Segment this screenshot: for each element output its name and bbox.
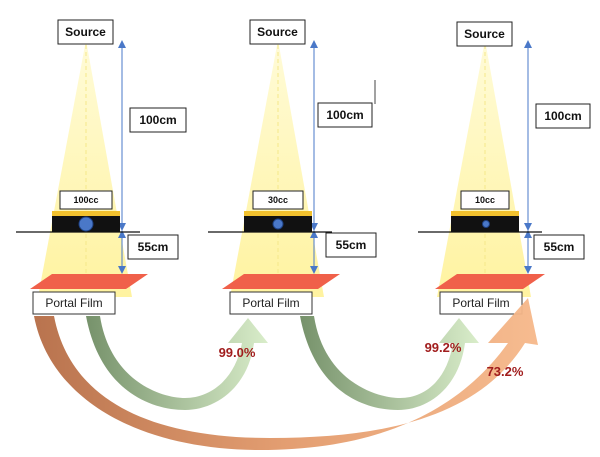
phantom-top <box>451 211 519 216</box>
phantom-top <box>52 211 120 216</box>
setup-30cc: Source 100cm 55cm 30cc Portal Film <box>208 19 377 315</box>
portal-film <box>30 274 148 289</box>
arrow-head-icon <box>524 223 532 231</box>
phantom-label: 10cc <box>475 195 495 205</box>
arrow-head-icon <box>118 230 126 238</box>
arrow-head-icon <box>310 40 318 48</box>
lower-distance-box <box>127 234 179 260</box>
lower-distance-box <box>533 234 585 260</box>
arrow-head-icon <box>118 40 126 48</box>
arrow-head-icon <box>118 266 126 274</box>
phantom-label-box <box>252 190 304 210</box>
portal-film <box>435 274 545 289</box>
upper-distance-box <box>535 103 591 129</box>
film-label: Portal Film <box>242 296 299 310</box>
arrow-head-icon <box>524 230 532 238</box>
source-label: Source <box>65 25 106 39</box>
comparison-value-3: 73.2% <box>487 364 524 379</box>
upper-distance-label: 100cm <box>139 113 176 127</box>
film-label-box <box>229 291 313 315</box>
phantom-label-box <box>59 190 113 210</box>
source-box <box>249 19 306 45</box>
comparison-arrow-1 <box>86 316 268 410</box>
upper-distance-label: 100cm <box>326 108 363 122</box>
arrow-head-icon <box>310 230 318 238</box>
phantom-top <box>244 211 312 216</box>
phantom-insert <box>272 218 284 230</box>
phantom-insert <box>482 220 490 228</box>
lower-distance-label: 55cm <box>336 238 367 252</box>
source-label: Source <box>464 27 505 41</box>
comparison-arrow-large <box>34 298 538 450</box>
film-label: Portal Film <box>452 296 509 310</box>
film-label: Portal Film <box>45 296 102 310</box>
beam-cone <box>38 40 132 297</box>
arrow-head-icon <box>524 266 532 274</box>
beam-cone <box>437 40 531 297</box>
phantom-label: 30cc <box>268 195 288 205</box>
setup-10cc: Source 100cm 55cm 10cc Portal Film <box>418 21 591 315</box>
portal-film <box>222 274 340 289</box>
arrow-head-icon <box>310 266 318 274</box>
source-box <box>57 19 114 45</box>
upper-distance-box <box>129 107 187 133</box>
phantom-label-box <box>460 190 510 210</box>
comparison-value-2: 99.2% <box>425 340 462 355</box>
lower-distance-label: 55cm <box>544 240 575 254</box>
source-box <box>456 21 513 47</box>
film-label-box <box>32 291 116 315</box>
phantom-insert <box>78 216 94 232</box>
arrow-head-icon <box>524 40 532 48</box>
upper-distance-label: 100cm <box>544 109 581 123</box>
lower-distance-label: 55cm <box>138 240 169 254</box>
film-label-box <box>439 291 523 315</box>
beam-cone <box>230 40 324 297</box>
upper-distance-box <box>317 102 373 128</box>
lower-distance-box <box>325 232 377 258</box>
phantom-label: 100cc <box>73 195 98 205</box>
source-label: Source <box>257 25 298 39</box>
setup-100cc: Source 100cm 55cm 100cc Portal Film <box>16 19 187 315</box>
comparison-value-1: 99.0% <box>219 345 256 360</box>
comparison-arrow-2 <box>300 316 479 410</box>
